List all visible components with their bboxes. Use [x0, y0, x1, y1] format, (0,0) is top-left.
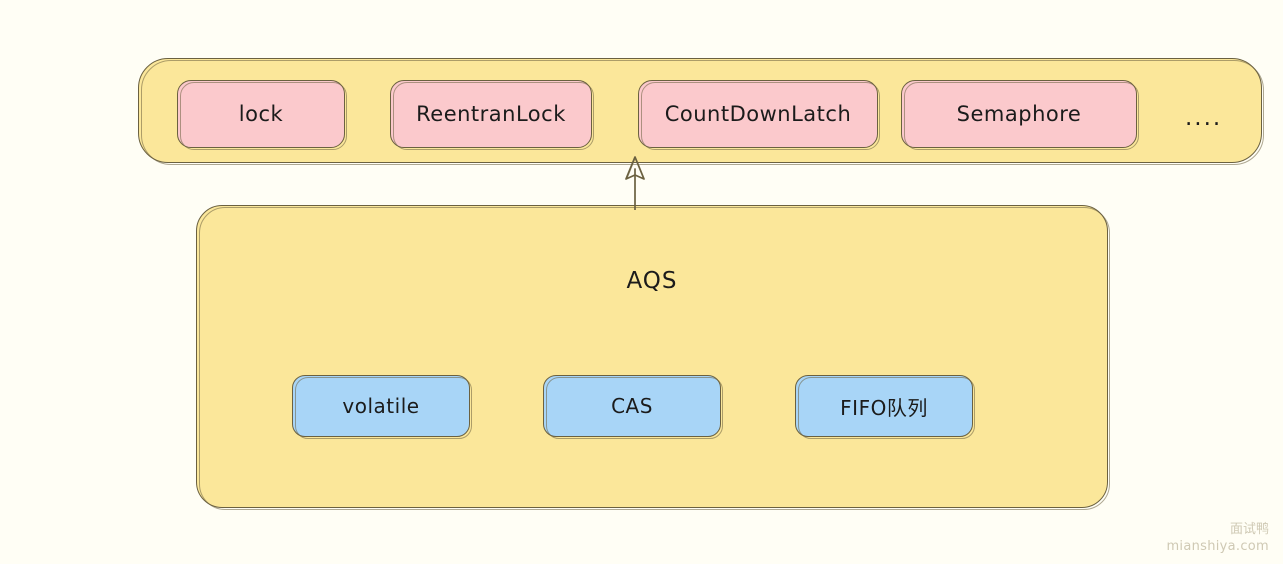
watermark: 面试鸭 mianshiya.com: [1166, 521, 1269, 556]
top-group-ellipsis: ....: [1185, 105, 1223, 131]
node-semaphore-label: Semaphore: [956, 102, 1082, 126]
node-countdownlatch[interactable]: CountDownLatch: [638, 80, 880, 150]
watermark-cn: 面试鸭: [1229, 521, 1269, 537]
node-volatile-label: volatile: [342, 394, 420, 418]
node-fifo-queue[interactable]: FIFO队列: [795, 375, 975, 439]
node-lock[interactable]: lock: [177, 80, 347, 150]
node-cas-label: CAS: [611, 394, 653, 418]
watermark-en: mianshiya.com: [1166, 539, 1269, 555]
node-countdownlatch-label: CountDownLatch: [664, 102, 852, 126]
aqs-title: AQS: [626, 268, 678, 294]
node-reentranlock-label: ReentranLock: [416, 102, 566, 126]
node-semaphore[interactable]: Semaphore: [901, 80, 1139, 150]
inheritance-arrow-icon: [625, 156, 645, 210]
node-fifo-queue-label: FIFO队列: [840, 395, 928, 420]
node-cas[interactable]: CAS: [543, 375, 723, 439]
node-reentranlock[interactable]: ReentranLock: [390, 80, 594, 150]
node-volatile[interactable]: volatile: [292, 375, 472, 439]
node-lock-label: lock: [238, 102, 284, 126]
aqs-group-container: [196, 205, 1110, 510]
